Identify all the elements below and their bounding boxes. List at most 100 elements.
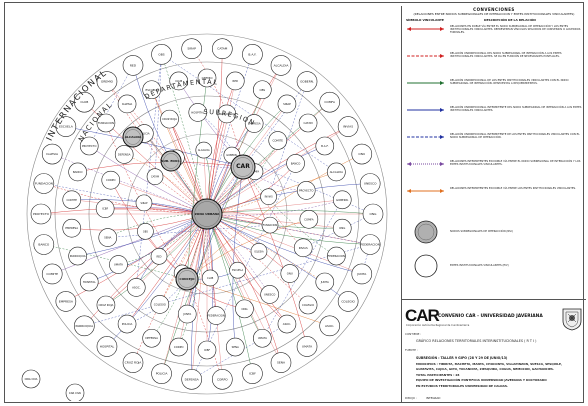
svg-text:POLICIA: POLICIA [156, 372, 169, 376]
arrow-icon [407, 27, 444, 31]
svg-text:CORPO: CORPO [106, 178, 116, 182]
svg-text:ESCUELA: ESCUELA [59, 125, 74, 129]
relation-edge [206, 213, 217, 316]
institution-node: IGLESIA [250, 243, 268, 260]
institution-node: CRUZ ROJA [160, 109, 179, 129]
legend-node-description: ENTES INSTITUCIONALES VINCULANTES (EIV) [450, 264, 509, 267]
institution-node: UNESCO [260, 285, 279, 304]
relation-edge [206, 213, 371, 245]
legend-row: RELACIONES INTERMITENTES EN DOBLE VÍA EN… [402, 186, 586, 212]
svg-text:ONU: ONU [287, 272, 293, 276]
svg-text:ASOC.: ASOC. [283, 322, 292, 326]
svg-text:CLUB: CLUB [175, 79, 182, 83]
car-logo: CAR [405, 306, 440, 325]
relation-edge [84, 244, 371, 327]
institution-node: ONU [280, 264, 300, 283]
institution-node: SIRAP [277, 94, 297, 114]
svg-text:GOBERN.: GOBERN. [336, 198, 349, 202]
svg-text:EMPRESA: EMPRESA [65, 226, 78, 230]
institution-node: IGLESIA [41, 143, 63, 165]
institution-node: ESCUELA [55, 116, 77, 137]
dibujo-label: DIBUJO : [405, 396, 417, 400]
svg-text:HOSPITAL: HOSPITAL [100, 344, 115, 348]
legend-row-description: RELACIÓN UNIDIRECCIONAL DE LOS ENTES INS… [450, 79, 569, 86]
legend-col-description: DESCRIPCIÓN DE LA RELACIÓN [484, 18, 536, 22]
institution-node: PARROQUIA [217, 104, 237, 124]
svg-text:RED: RED [157, 255, 162, 258]
institution-node: BANCO [33, 234, 55, 255]
institution-node: SENA [225, 337, 245, 357]
institution-node: GREMIO [197, 68, 217, 88]
legend-col-symbol: SÍMBOLO VINCULANTE [406, 18, 444, 22]
relation-edge [161, 54, 337, 173]
institution-node: OBS [137, 223, 154, 240]
institution-node: ASOC. [126, 278, 146, 297]
svg-text:CRUZ ROJA: CRUZ ROJA [98, 303, 113, 307]
institution-node: COMFA [299, 210, 319, 229]
svg-text:BANCO: BANCO [73, 170, 83, 174]
institution-node: INVIAS [260, 188, 277, 205]
subregional-node: SUB. EDUC. [160, 150, 182, 172]
svg-text:COLEGIO: COLEGIO [341, 299, 355, 303]
legend-row: RELACIONES EN DOBLE VÍA ENTRE EL NODO SU… [402, 24, 586, 50]
svg-text:CATAM: CATAM [217, 47, 228, 51]
svg-text:COMFA: COMFA [251, 171, 260, 174]
institution-node: CORPO [169, 337, 189, 357]
relation-edge [176, 157, 244, 168]
svg-text:JUNTA: JUNTA [356, 272, 367, 276]
institution-node: RED [122, 55, 144, 76]
institution-node: BANCO [68, 162, 87, 182]
institution-node: EMPRESA [62, 218, 82, 238]
svg-text:ONU: ONU [358, 152, 365, 156]
institution-node: CLUB [169, 71, 189, 91]
svg-text:PARROQUIA: PARROQUIA [70, 254, 86, 258]
svg-text:POLICIA: POLICIA [139, 132, 150, 136]
legend-row-description: RELACIONES EN DOBLE VÍA ENTRE EL NODO SU… [450, 25, 581, 35]
svg-text:PROYECTO: PROYECTO [33, 212, 50, 216]
outside-node: CIRA CIVA [21, 369, 41, 389]
relation-edge [126, 213, 208, 325]
svg-text:CRUZ ROJA: CRUZ ROJA [125, 361, 143, 365]
scale-label-internacional: INTERNACIONAL [45, 68, 109, 143]
institution-node: ESCUELA [142, 80, 161, 100]
institution-node: JUNTA [315, 272, 335, 292]
relation-edge [206, 54, 253, 215]
institution-node: IGLESIA [117, 94, 137, 114]
institution-nodes: ONGFEDERACIONJUNTACOLEGIOASOC.UMATASENAI… [21, 38, 384, 401]
institution-node: CLUB [201, 269, 219, 287]
svg-text:OBS: OBS [158, 52, 164, 56]
relation-edge [206, 213, 349, 302]
svg-text:INVIAS: INVIAS [265, 196, 273, 199]
svg-text:CATAM: CATAM [304, 121, 314, 125]
arrow-icon [407, 135, 444, 139]
relation-edge [206, 48, 223, 215]
institution-node: EMPRESA [55, 291, 77, 312]
relation-edge [154, 54, 162, 177]
relation-edge [169, 119, 208, 215]
fuente-line: TOTAL PARTICIPANTES : 28 [416, 372, 460, 377]
legend-row-description: RELACIONES INTERMITENTES EN DOBLE VÍA EN… [450, 187, 576, 190]
svg-text:UNESCO: UNESCO [264, 292, 275, 296]
convenio-title: CONVENIO CAR - UNIVERSIDAD JAVERIANA [438, 314, 543, 319]
institution-node: CATAM [146, 168, 164, 185]
institution-node: FUNDACION [33, 173, 55, 194]
fuente-line: GUATAVITA, CAJICA, GIPO, TOCANCIPA, ZIPA… [416, 367, 555, 371]
svg-text:COMITE: COMITE [46, 272, 58, 276]
subregional-node: ALCALDIA [122, 126, 144, 148]
svg-text:ALCALDIA: ALCALDIA [330, 170, 343, 174]
svg-text:SUB. EDUC.: SUB. EDUC. [161, 159, 180, 163]
subregional-node: ZONA URBANA [191, 198, 223, 230]
institution-node: ALCALDIA [270, 55, 292, 76]
relation-edge [77, 161, 244, 173]
contiene-label: CONTIENE : [405, 332, 422, 336]
relation-edge [105, 208, 208, 215]
svg-text:CLUB: CLUB [80, 100, 88, 104]
relation-edge [161, 54, 208, 215]
relation-edge [206, 209, 374, 215]
svg-text:SIRAP: SIRAP [187, 47, 196, 51]
svg-text:CORPO: CORPO [217, 377, 228, 381]
svg-text:EMPRESA: EMPRESA [59, 299, 74, 303]
svg-text:ONG: ONG [241, 307, 247, 311]
institution-node: ASOC. [319, 315, 340, 337]
institution-node: ALCALDIA [327, 162, 346, 182]
